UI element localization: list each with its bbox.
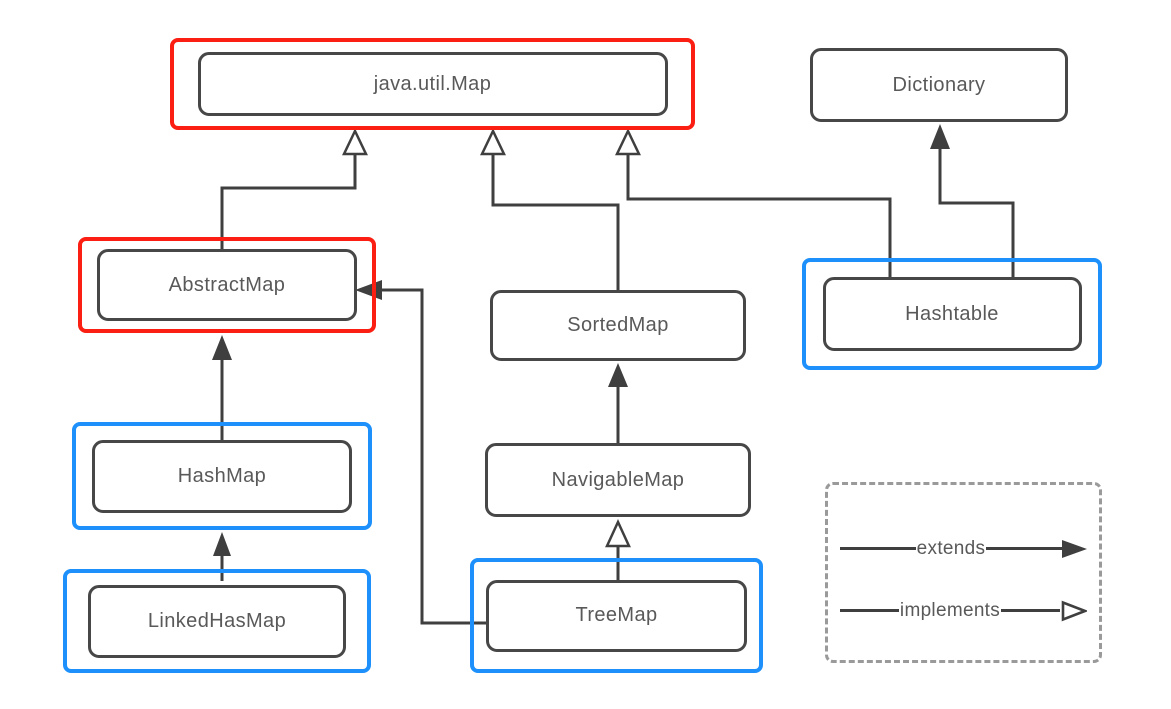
node-navigablemap: NavigableMap [485,443,751,517]
legend-line [1001,609,1060,612]
node-label: SortedMap [567,314,669,336]
edge-sortedmap-implements-map [491,153,620,290]
implements-arrow-icon [605,518,631,548]
node-label: LinkedHasMap [147,609,287,632]
node-hashtable: Hashtable [822,277,1082,351]
legend: extends implements [825,482,1102,663]
node-label: TreeMap [575,604,658,626]
implements-hollow-arrow-icon [1061,600,1087,621]
node-label: Dictionary [892,73,986,96]
edge-abstractmap-implements-map [220,153,357,252]
edge-treemap-extends-abstractmap [381,288,488,625]
implements-arrow-icon [480,128,506,156]
extends-arrow-icon [213,532,231,556]
legend-implements-label: implements [899,599,1001,621]
node-linkedhasmap: LinkedHasMap [88,584,346,658]
legend-extends-label: extends [916,537,986,559]
legend-row-implements: implements [840,600,1087,622]
highlight-box-hashmap: HashMap [72,422,372,530]
edge-hashtable-extends-dictionary [938,148,1015,280]
edge-hashtable-implements-map [626,153,892,280]
extends-arrow-icon [930,124,950,149]
extends-arrow-icon [212,335,232,360]
node-label: AbstractMap [168,273,286,296]
legend-line [986,547,1062,550]
highlight-box-hashtable: Hashtable [802,258,1102,370]
node-label: HashMap [177,464,267,487]
highlight-box-linkedhasmap: LinkedHasMap [63,569,371,673]
node-treemap: TreeMap [486,579,747,652]
legend-line [840,547,916,550]
node-sortedmap: SortedMap [490,290,746,361]
legend-row-extends: extends [840,538,1087,560]
extends-arrow-icon [608,363,628,387]
node-label: Hashtable [905,302,999,325]
implements-arrow-icon [342,128,368,156]
node-abstractmap: AbstractMap [97,249,357,321]
node-dictionary: Dictionary [810,48,1068,122]
highlight-box-treemap: TreeMap [470,558,763,673]
extends-solid-arrow-icon [1062,539,1087,558]
highlight-box-java-util-map: java.util.Map [170,38,695,130]
legend-line [840,609,899,612]
node-label: NavigableMap [551,468,685,491]
node-hashmap: HashMap [92,439,352,513]
highlight-box-abstractmap: AbstractMap [78,237,376,333]
node-java-util-map: java.util.Map [197,52,668,116]
implements-arrow-icon [615,128,641,156]
node-label: java.util.Map [373,72,492,95]
